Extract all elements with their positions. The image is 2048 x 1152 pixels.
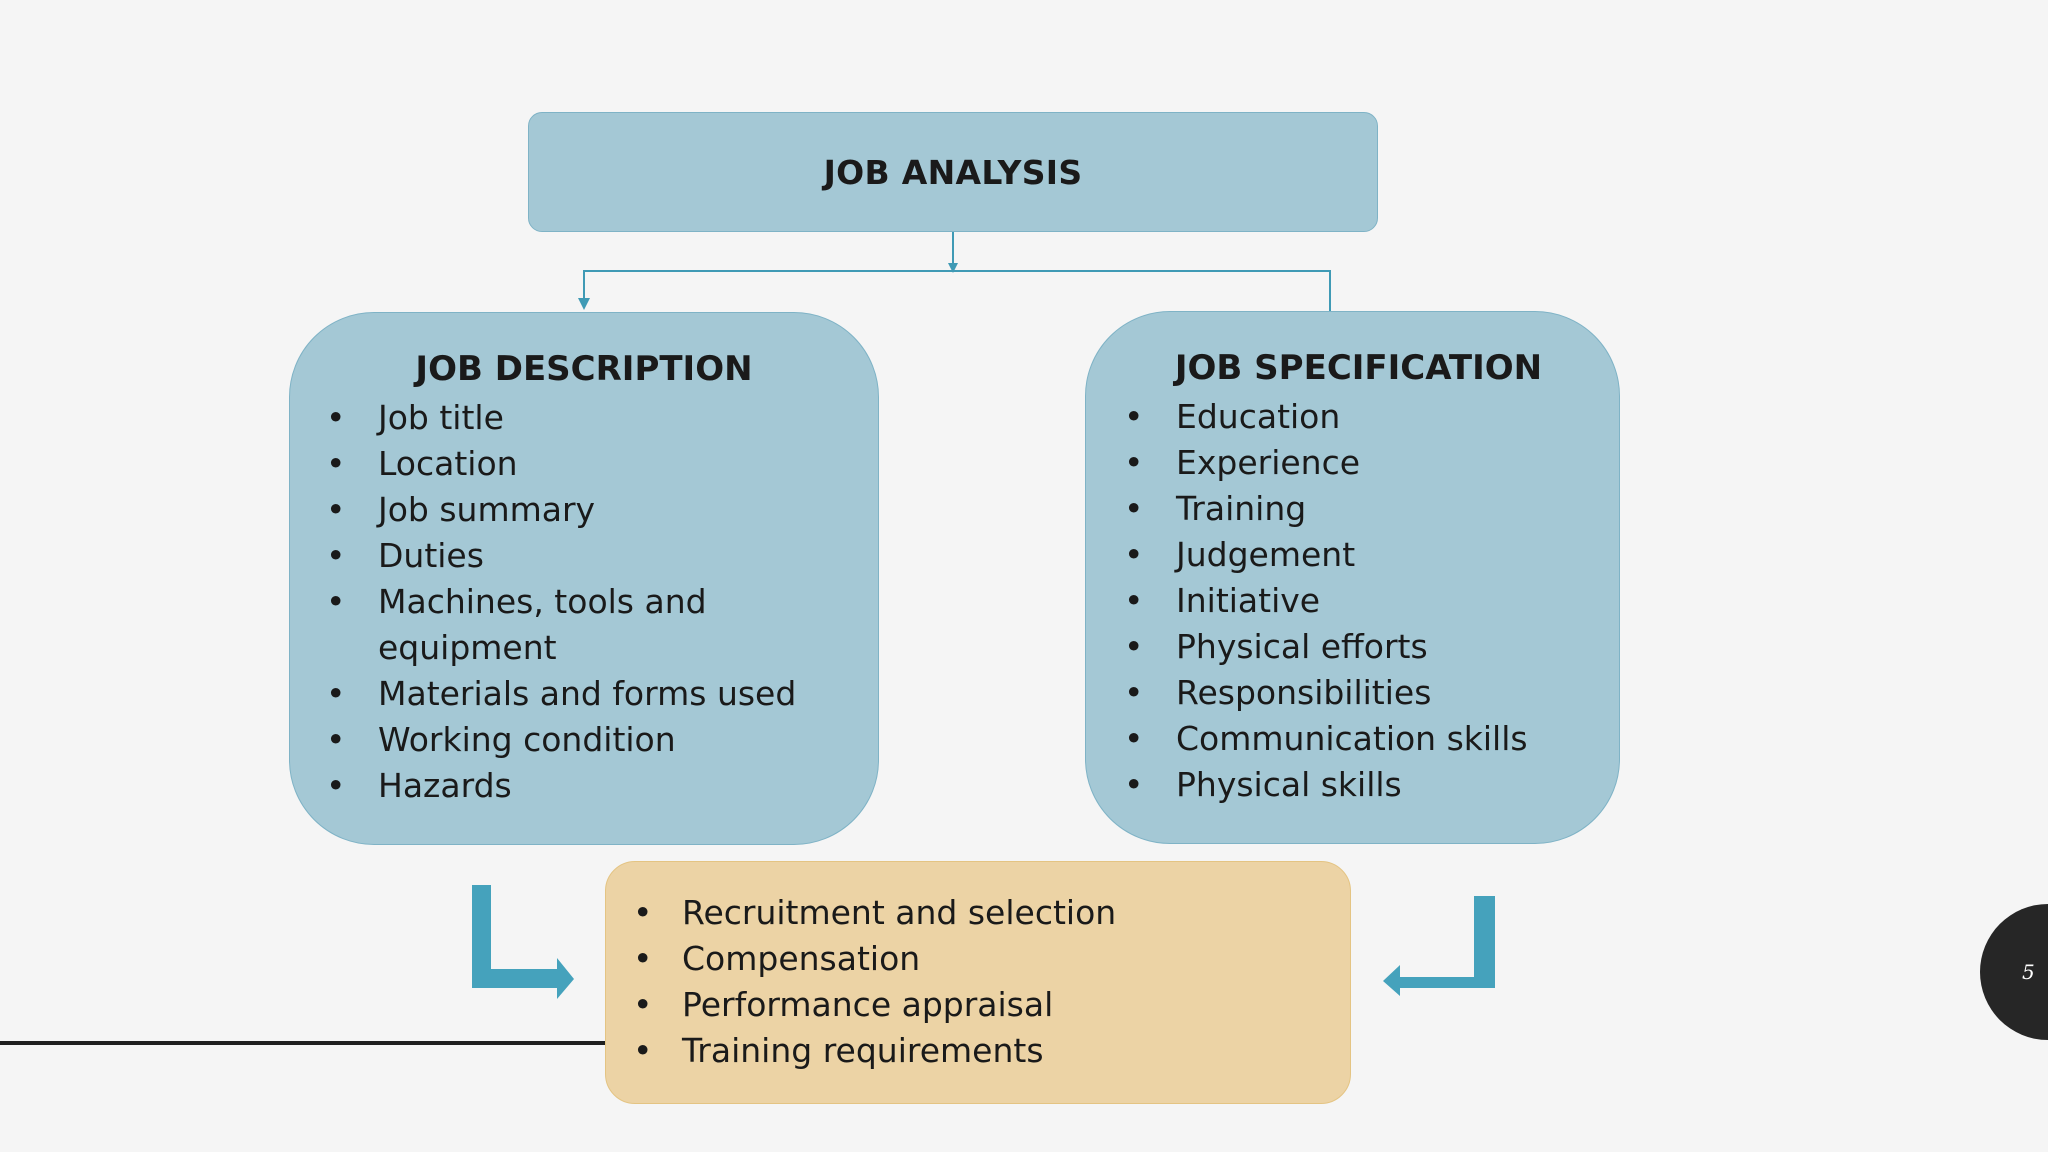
list-item: Recruitment and selection	[606, 890, 1350, 936]
connector-left-arrowhead	[578, 298, 590, 310]
list-item: Working condition	[290, 717, 838, 763]
list-item: Location	[290, 441, 838, 487]
job-specification-list: Education Experience Training Judgement …	[1088, 394, 1619, 808]
page-number: 5	[2022, 960, 2035, 984]
list-item: Physical efforts	[1088, 624, 1619, 670]
list-item: Job title	[290, 395, 838, 441]
right-bent-arrow-icon	[1383, 896, 1495, 996]
job-specification-box: JOB SPECIFICATION Education Experience T…	[1085, 311, 1620, 844]
list-item: Initiative	[1088, 578, 1619, 624]
tree-connector	[583, 232, 1331, 347]
footer-rule	[0, 1041, 606, 1045]
list-item: Job summary	[290, 487, 838, 533]
applications-box: Recruitment and selection Compensation P…	[605, 861, 1351, 1104]
list-item: Experience	[1088, 440, 1619, 486]
job-analysis-box: JOB ANALYSIS	[528, 112, 1378, 232]
list-item: Training	[1088, 486, 1619, 532]
list-item: Materials and forms used	[290, 671, 838, 717]
list-item: Responsibilities	[1088, 670, 1619, 716]
left-bent-arrow-icon	[472, 885, 574, 999]
job-description-list: Job title Location Job summary Duties Ma…	[290, 395, 838, 809]
job-description-box: JOB DESCRIPTION Job title Location Job s…	[289, 312, 879, 845]
list-item: Judgement	[1088, 532, 1619, 578]
list-item: Communication skills	[1088, 716, 1619, 762]
job-specification-title: JOB SPECIFICATION	[1174, 348, 1543, 388]
job-description-title: JOB DESCRIPTION	[415, 349, 753, 389]
connector-branch-line	[583, 270, 1331, 347]
list-item: Performance appraisal	[606, 982, 1350, 1028]
job-analysis-title: JOB ANALYSIS	[823, 152, 1083, 192]
list-item: Training requirements	[606, 1028, 1350, 1074]
list-item: Machines, tools and equipment	[290, 579, 708, 671]
list-item: Physical skills	[1088, 762, 1619, 808]
list-item: Compensation	[606, 936, 1350, 982]
list-item: Duties	[290, 533, 838, 579]
list-item: Hazards	[290, 763, 838, 809]
applications-list: Recruitment and selection Compensation P…	[606, 890, 1350, 1074]
list-item: Education	[1088, 394, 1619, 440]
